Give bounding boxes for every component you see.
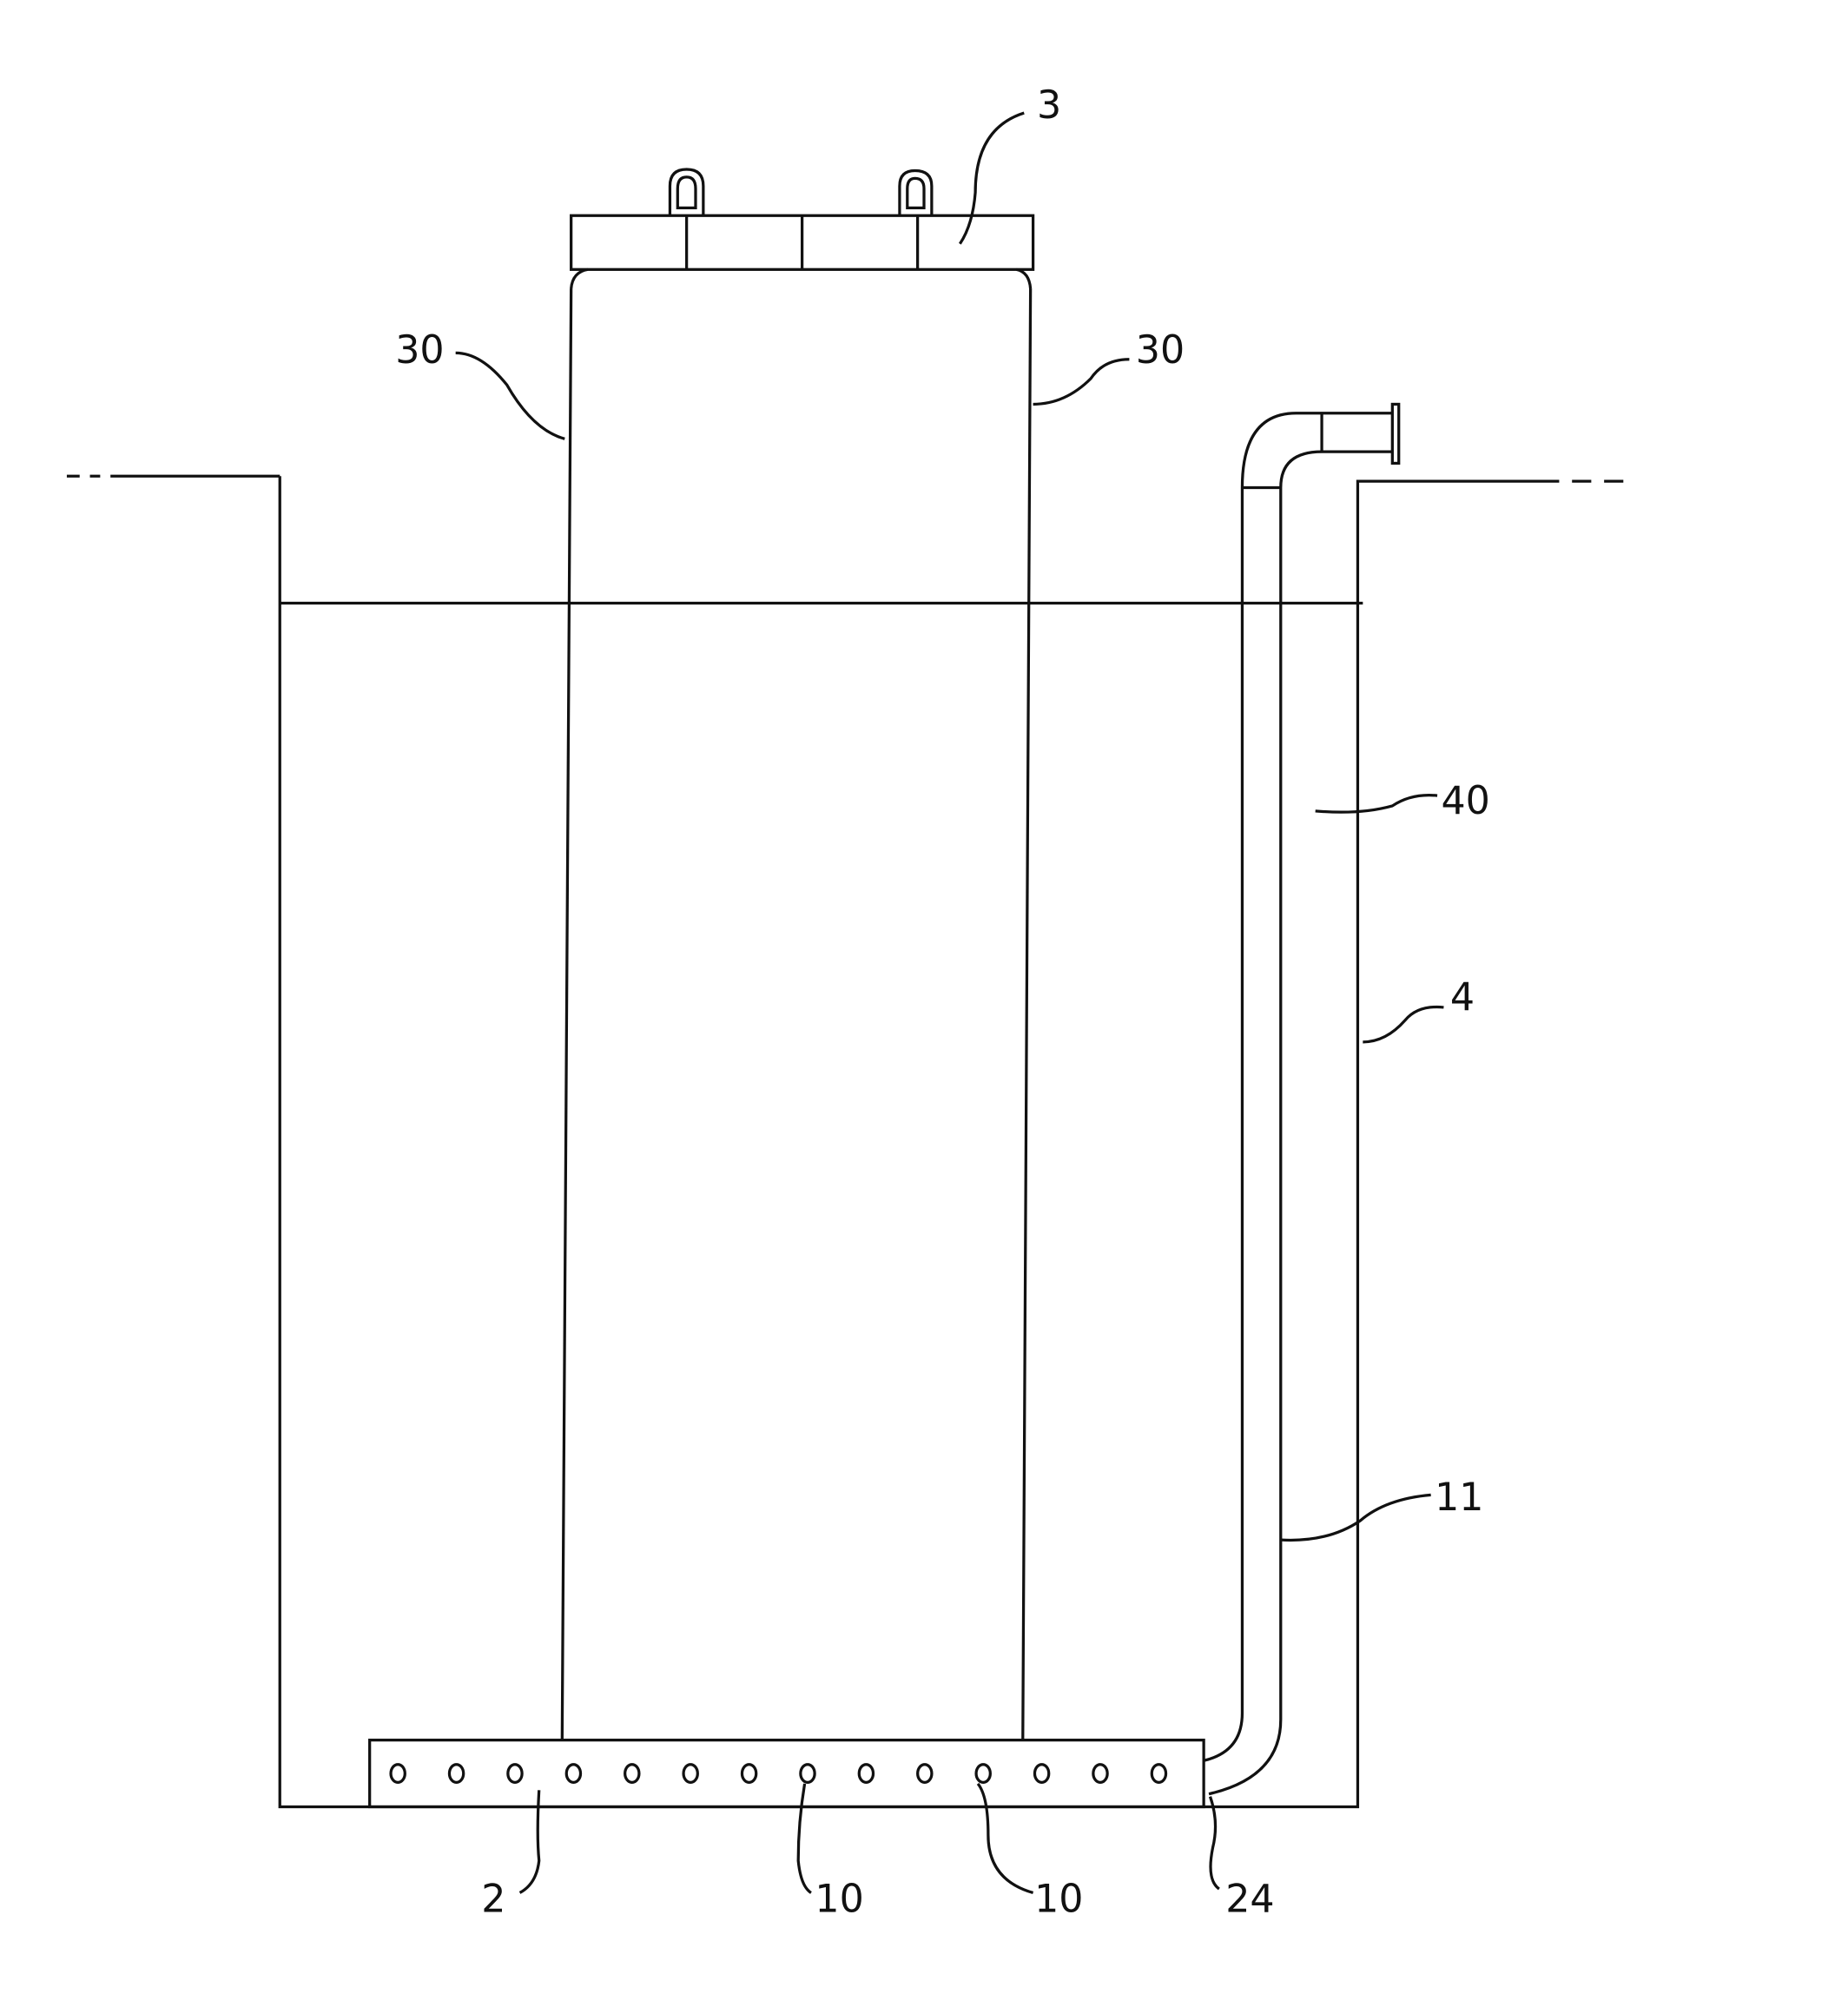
label-11: 11: [1435, 1476, 1483, 1520]
label-2: 2: [481, 1878, 505, 1922]
hole: [389, 1763, 406, 1785]
label-30-right: 30: [1136, 328, 1185, 373]
tank-outline: [278, 476, 1624, 1809]
cylinder-body: [560, 168, 1035, 1740]
label-4: 4: [1450, 975, 1475, 1020]
leader-30-right: [1033, 358, 1130, 406]
leader-40: [1315, 794, 1438, 814]
pipe-flange: [1390, 402, 1401, 465]
hole: [799, 1763, 816, 1785]
label-10a: 10: [815, 1878, 863, 1922]
leader-11: [1280, 1493, 1431, 1542]
leader-24: [1208, 1796, 1220, 1891]
leader-2: [518, 1790, 541, 1894]
hole: [624, 1763, 641, 1785]
cylinder-walls: [560, 267, 1033, 1740]
hole: [506, 1763, 524, 1785]
lifting-lug-2: [898, 168, 934, 216]
leader-10b: [976, 1782, 1034, 1895]
label-3: 3: [1037, 83, 1061, 128]
pipe-outer: [1203, 412, 1393, 1762]
hole: [740, 1763, 758, 1785]
pipe-inner: [1208, 450, 1393, 1796]
leader-30-left: [455, 351, 565, 440]
base-tray: [368, 1739, 1205, 1809]
holes: [389, 1763, 1168, 1785]
cover-dividers: [685, 215, 920, 270]
reference-labels: 3 30 30 40 4 11 2 10 10 24: [395, 83, 1490, 1922]
leader-4: [1363, 1005, 1444, 1044]
leaders: [455, 111, 1444, 1895]
label-24: 24: [1225, 1878, 1274, 1922]
hole: [447, 1763, 465, 1785]
hole: [682, 1763, 699, 1785]
leader-10a: [796, 1783, 812, 1894]
hole: [1150, 1763, 1168, 1785]
label-40: 40: [1441, 779, 1489, 823]
pipe: [1203, 402, 1401, 1796]
hole: [564, 1763, 583, 1785]
hole: [916, 1763, 934, 1785]
label-30-left: 30: [395, 328, 444, 373]
leader-3: [959, 111, 1025, 245]
hole: [974, 1763, 992, 1785]
hole: [1033, 1763, 1051, 1785]
hole: [1092, 1763, 1109, 1785]
hole: [857, 1763, 875, 1785]
ground-and-tank: [66, 474, 1624, 1809]
base-plate: [368, 1739, 1205, 1809]
pipe-joints: [1242, 413, 1323, 490]
label-10b: 10: [1034, 1878, 1083, 1922]
lifting-lug-1: [668, 168, 705, 216]
